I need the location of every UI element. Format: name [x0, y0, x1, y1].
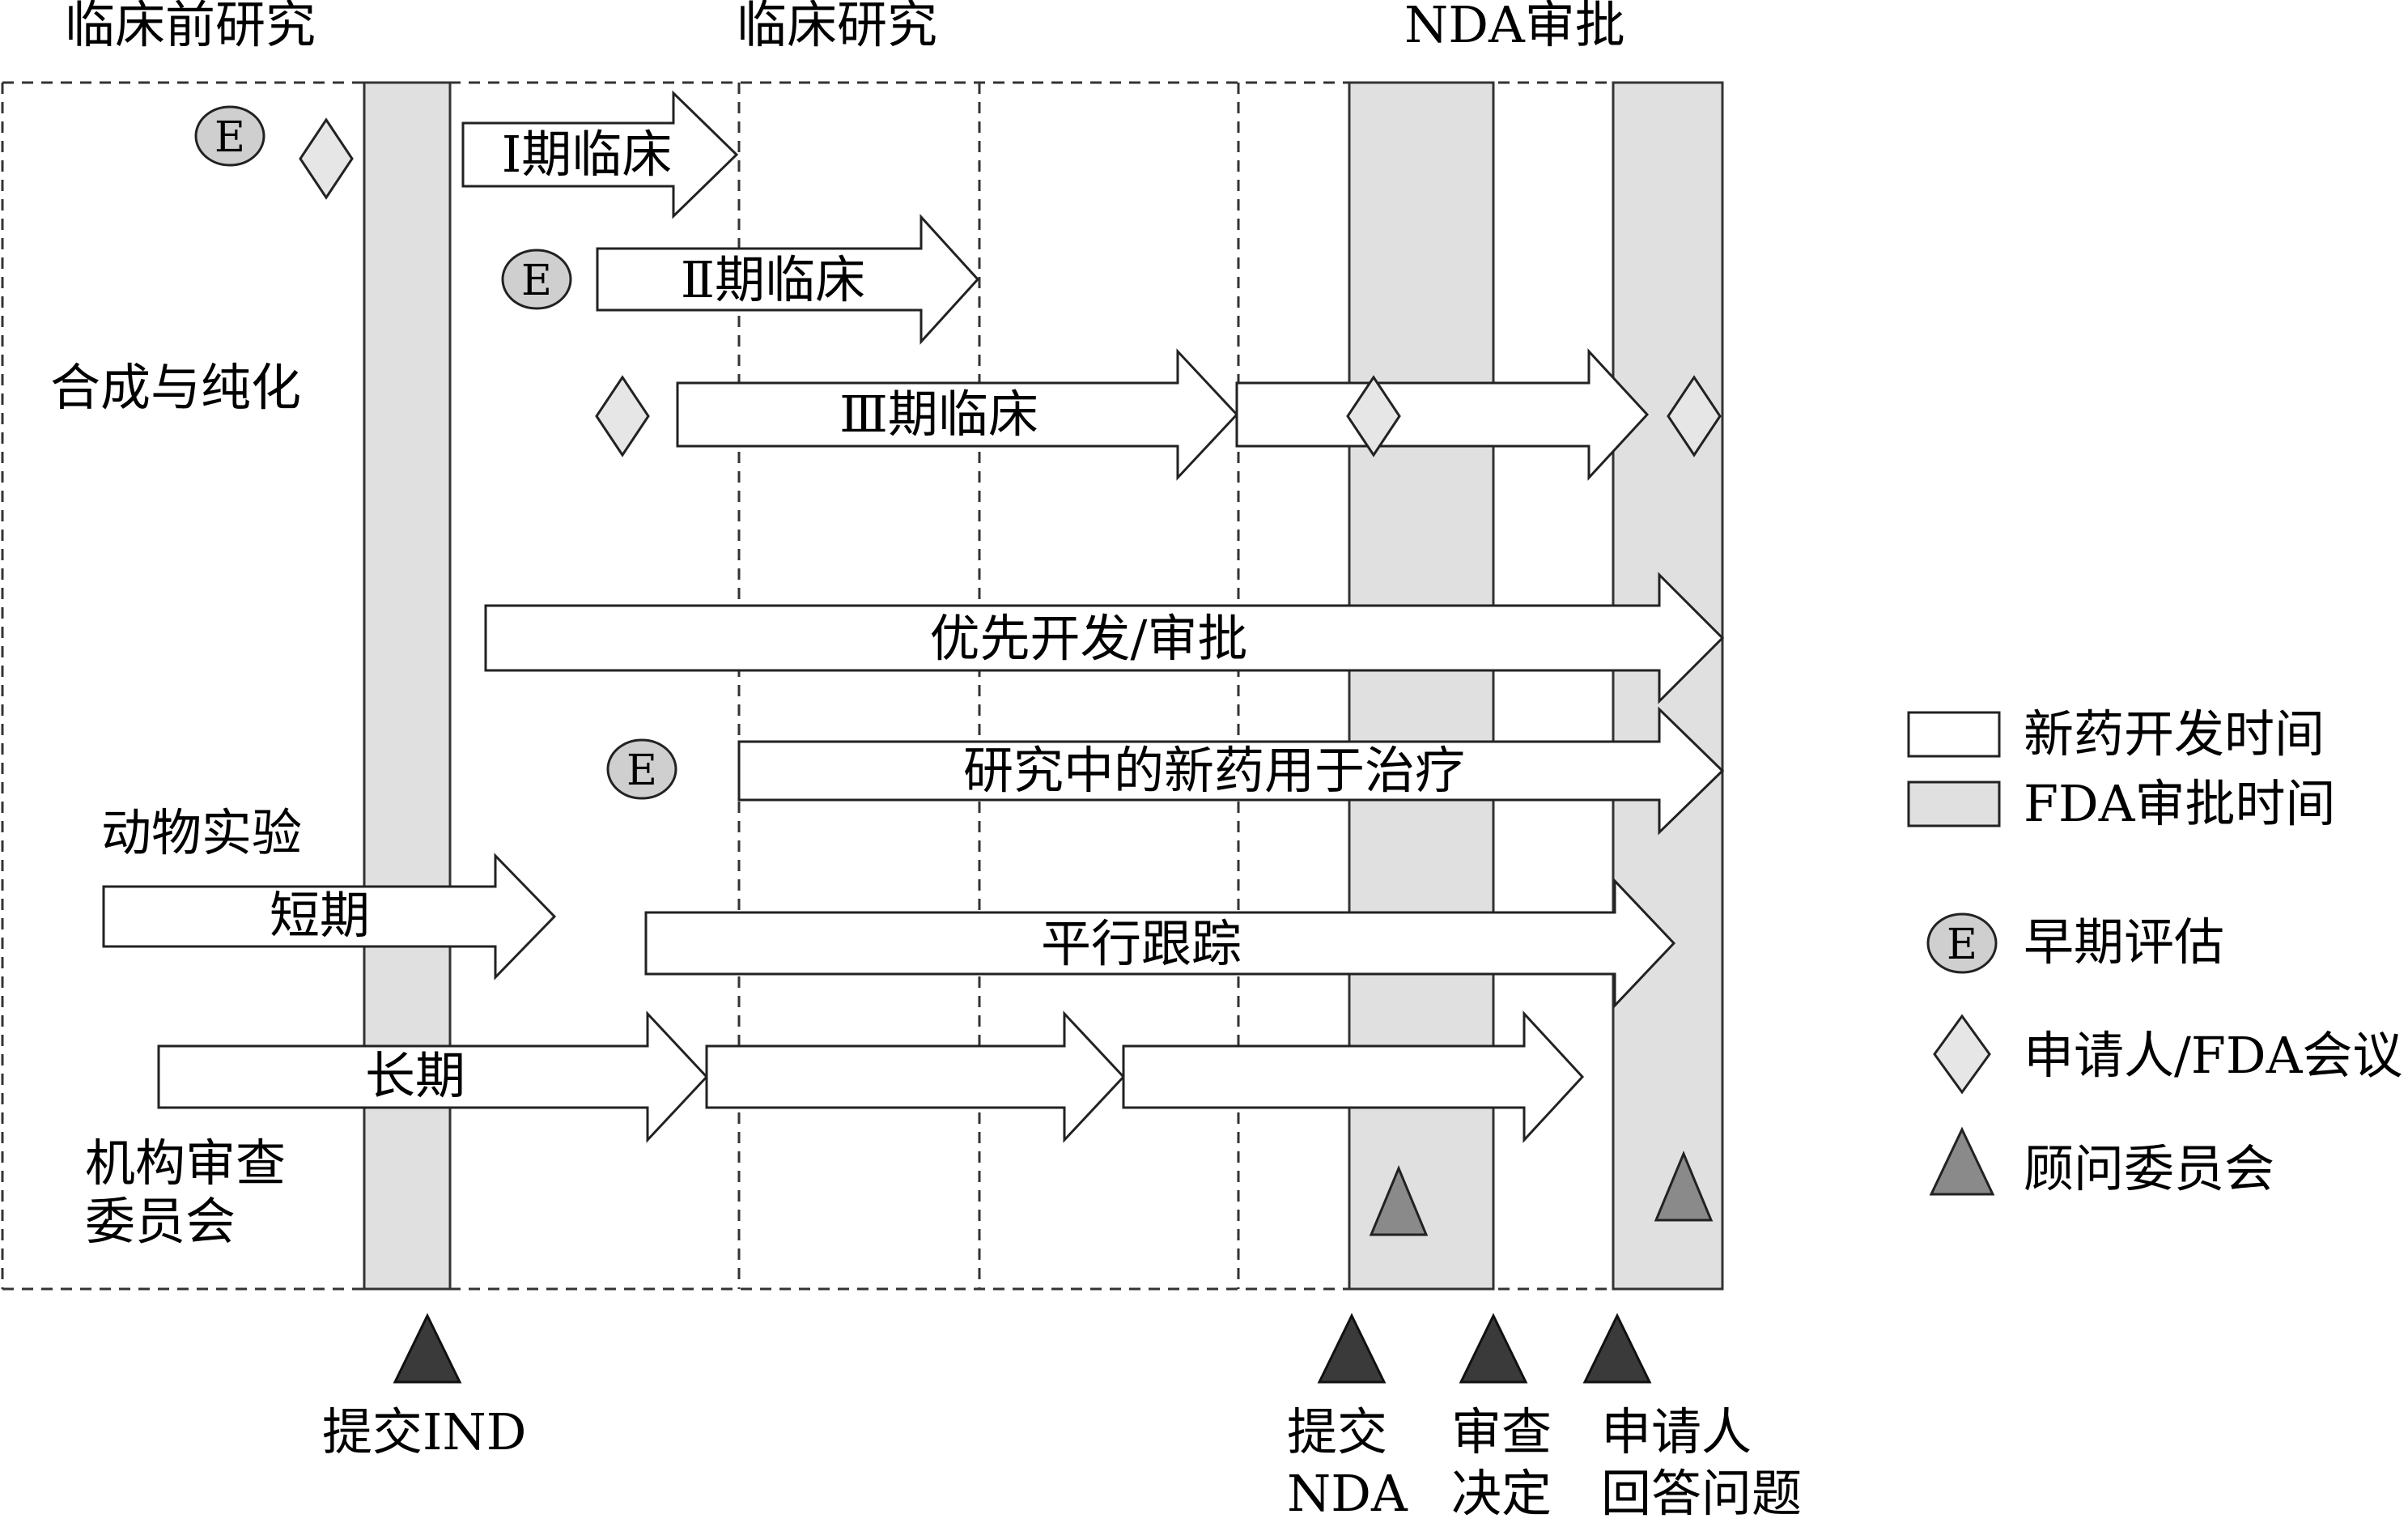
phase-header-clinical: 临床研究: [737, 0, 937, 54]
legend-early-eval-label: 早期评估: [2024, 912, 2224, 972]
svg-text:E: E: [1947, 921, 1977, 969]
long-term-arrow-segment2: [705, 1010, 1126, 1143]
legend-dev-time-label: 新药开发时间: [2024, 704, 2325, 764]
legend-fda-time-label: FDA审批时间: [2024, 774, 2336, 833]
meeting-diamond: [299, 117, 354, 200]
phase1-label: Ⅰ期临床: [502, 125, 673, 184]
meeting-diamond: [1667, 375, 1722, 457]
irb-label-line2: 委员会: [85, 1192, 236, 1251]
phase-header-nda: NDA审批: [1404, 0, 1625, 54]
submit-nda-label-line1: 提交: [1287, 1402, 1387, 1461]
review-label-line1: 审查: [1451, 1402, 1552, 1461]
parallel-track-label: 平行跟踪: [1041, 914, 1242, 973]
short-term-arrow: [102, 853, 557, 980]
milestone-triangle-submit-ind: [393, 1312, 462, 1384]
phase3-arrow-segment1: [676, 348, 1239, 481]
legend-meeting-label: 申请人/FDA会议: [2024, 1026, 2402, 1085]
submit-nda-label-line2: NDA: [1287, 1464, 1408, 1523]
meeting-diamond: [595, 375, 650, 457]
long-term-arrow-segment1: [157, 1010, 709, 1143]
milestone-triangle-review: [1459, 1312, 1528, 1384]
long-term-label: 长期: [365, 1046, 465, 1105]
legend-advisory-triangle-icon: [1929, 1126, 1995, 1196]
legend-fda-time-swatch: [1907, 781, 2001, 827]
synthesis-label: 合成与纯化: [50, 358, 301, 417]
legend-dev-time-swatch: [1907, 711, 2001, 758]
early-eval-marker: E: [606, 738, 677, 800]
advisory-committee-triangle: [1654, 1151, 1714, 1222]
review-label-line2: 决定: [1451, 1464, 1552, 1523]
phase3-label: Ⅲ期临床: [839, 385, 1038, 444]
animal-test-label: 动物实验: [101, 803, 302, 862]
legend-meeting-diamond-icon: [1933, 1014, 1991, 1095]
advisory-committee-triangle: [1369, 1165, 1429, 1236]
treatment-ind-arrow: [737, 706, 1725, 836]
parallel-track-arrow: [644, 878, 1676, 1009]
priority-label: 优先开发/审批: [930, 609, 1248, 668]
svg-text:E: E: [214, 113, 245, 162]
meeting-diamond: [1346, 375, 1401, 457]
early-eval-marker: E: [194, 105, 265, 167]
phase-header-preclinical: 临床前研究: [65, 0, 316, 54]
phase3-arrow-segment2: [1235, 348, 1650, 481]
legend-advisory-label: 顾问委员会: [2024, 1139, 2274, 1198]
submit-ind-label: 提交IND: [322, 1402, 526, 1461]
early-eval-marker: E: [501, 249, 572, 310]
applicant-label-line2: 回答问题: [1601, 1464, 1802, 1523]
svg-text:E: E: [521, 257, 552, 305]
irb-label-line1: 机构审查: [85, 1134, 286, 1193]
legend: 新药开发时间 FDA审批时间 E 早期评估 申请人/FDA会议 顾问委员会: [1907, 704, 2402, 1198]
long-term-arrow-segment3: [1122, 1010, 1585, 1143]
short-term-label: 短期: [270, 886, 370, 945]
phase2-arrow: [596, 214, 980, 345]
phase2-label: Ⅱ期临床: [681, 250, 865, 309]
legend-early-eval-icon: E: [1926, 912, 1998, 974]
priority-arrow: [484, 572, 1725, 704]
applicant-label-line1: 申请人: [1601, 1402, 1752, 1461]
treatment-ind-label: 研究中的新药用于治疗: [963, 741, 1465, 800]
milestone-triangle-applicant: [1582, 1312, 1652, 1384]
phase1-arrow: [461, 90, 739, 219]
svg-text:E: E: [626, 746, 657, 795]
milestone-triangle-submit-nda: [1317, 1312, 1387, 1384]
